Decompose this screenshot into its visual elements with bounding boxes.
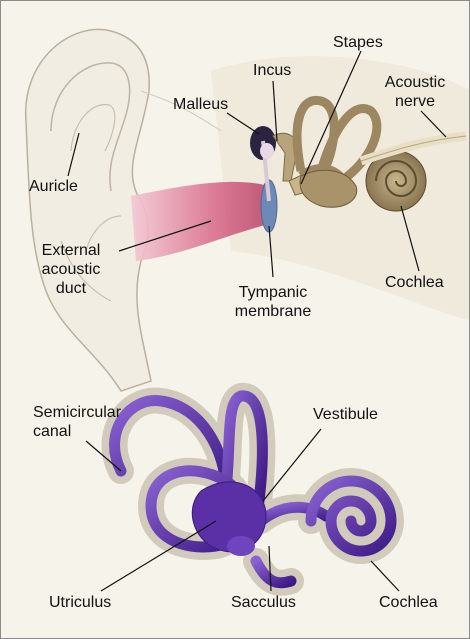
label-sacculus: Sacculus [231, 593, 296, 612]
label-semicircular-line1: Semicircular [33, 403, 121, 422]
label-semicircular-canal: Semicircular canal [33, 403, 121, 441]
label-tympanic-line2: membrane [223, 302, 323, 321]
label-acoustic-nerve: Acoustic nerve [373, 73, 457, 111]
label-external-acoustic-duct: External acoustic duct [31, 241, 111, 298]
label-acoustic-line2: nerve [373, 92, 457, 111]
label-auricle: Auricle [29, 177, 78, 196]
label-malleus: Malleus [173, 95, 228, 114]
label-tympanic-line1: Tympanic [223, 283, 323, 302]
label-acoustic-line1: Acoustic [373, 73, 457, 92]
label-incus: Incus [253, 61, 291, 80]
label-vestibule: Vestibule [313, 405, 378, 424]
label-external-line3: duct [31, 279, 111, 298]
label-external-line1: External [31, 241, 111, 260]
label-external-line2: acoustic [31, 260, 111, 279]
label-cochlea-lower: Cochlea [379, 593, 438, 612]
label-stapes: Stapes [333, 33, 383, 52]
label-tympanic-membrane: Tympanic membrane [223, 283, 323, 321]
label-semicircular-line2: canal [33, 422, 121, 441]
label-cochlea-upper: Cochlea [385, 273, 444, 292]
label-utriculus: Utriculus [49, 593, 111, 612]
sacculus-shape [227, 536, 255, 556]
